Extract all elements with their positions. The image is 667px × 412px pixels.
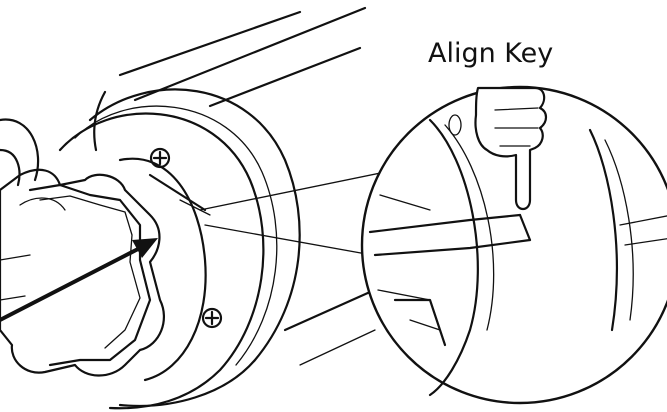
camera-housing: [93, 6, 376, 366]
cross-connector: [0, 118, 165, 377]
inner-cylinder: [118, 157, 211, 382]
screw-icon: [201, 307, 223, 329]
magnified-detail: [360, 85, 667, 405]
screw-icon: [149, 147, 171, 169]
mount-ring: [58, 88, 301, 410]
callout-label: Align Key: [428, 38, 553, 69]
callout-lines: [199, 169, 396, 256]
arrow-icon: [0, 238, 158, 322]
pointing-hand-icon: [474, 86, 548, 211]
